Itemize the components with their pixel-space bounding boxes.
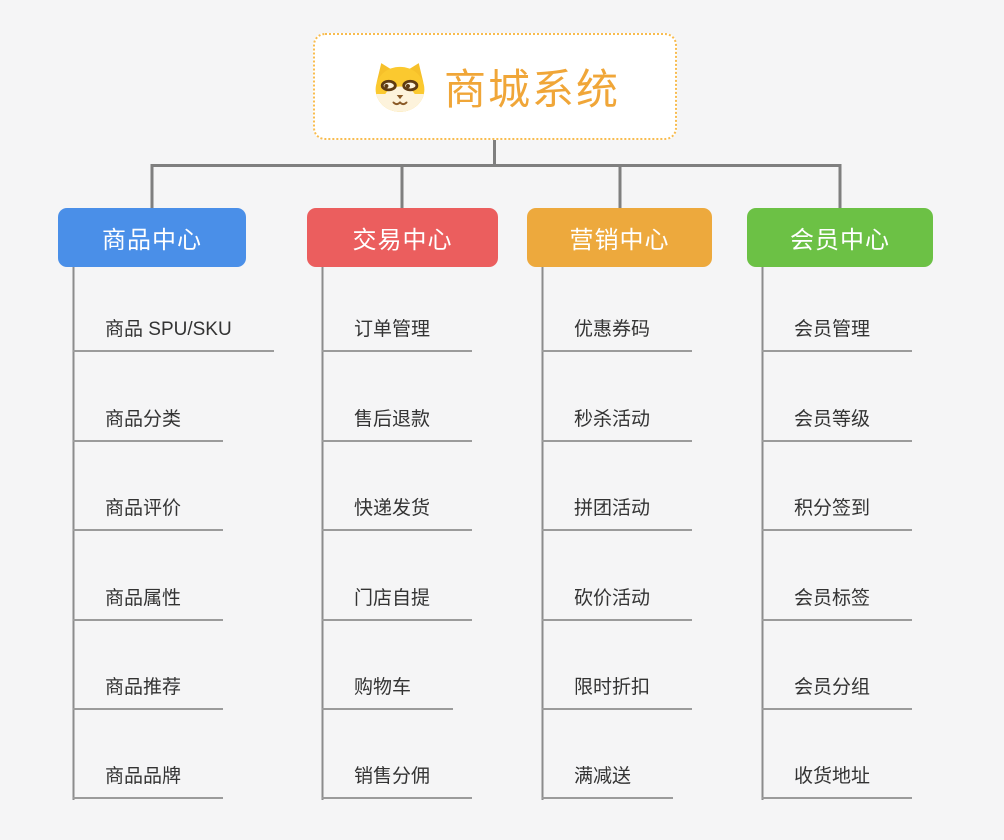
branch-node-trade-center[interactable]: 交易中心 <box>307 208 498 267</box>
branch-column-marketing: 优惠券码 秒杀活动 拼团活动 砍价活动 限时折扣 满减送 <box>542 263 693 800</box>
leaf-node[interactable]: 会员管理 <box>762 314 913 353</box>
leaf-node[interactable]: 秒杀活动 <box>542 404 693 442</box>
leaf-node[interactable]: 售后退款 <box>322 404 473 442</box>
branch-node-marketing-center[interactable]: 营销中心 <box>527 208 712 267</box>
leaf-node[interactable]: 快递发货 <box>322 493 473 532</box>
leaf-node[interactable]: 会员等级 <box>762 404 913 442</box>
branch-column-trade: 订单管理 售后退款 快递发货 门店自提 购物车 销售分佣 <box>322 263 473 800</box>
leaf-node[interactable]: 销售分佣 <box>322 761 473 800</box>
leaf-node[interactable]: 积分签到 <box>762 493 913 532</box>
leaf-node[interactable]: 购物车 <box>322 672 454 710</box>
leaf-node[interactable]: 砍价活动 <box>542 583 693 621</box>
leaf-node[interactable]: 商品分类 <box>73 404 224 442</box>
leaf-node[interactable]: 商品 SPU/SKU <box>73 314 274 353</box>
leaf-node[interactable]: 会员标签 <box>762 583 913 621</box>
dog-icon <box>370 60 430 113</box>
branch-column-member: 会员管理 会员等级 积分签到 会员标签 会员分组 收货地址 <box>762 263 913 800</box>
leaf-node[interactable]: 拼团活动 <box>542 493 693 532</box>
root-title: 商城系统 <box>443 66 620 113</box>
leaf-node[interactable]: 商品属性 <box>73 583 224 621</box>
leaf-node[interactable]: 优惠券码 <box>542 314 693 353</box>
leaf-node[interactable]: 门店自提 <box>322 583 473 621</box>
branch-column-product: 商品 SPU/SKU 商品分类 商品评价 商品属性 商品推荐 商品品牌 <box>73 263 274 800</box>
leaf-node[interactable]: 会员分组 <box>762 672 913 710</box>
leaf-node[interactable]: 限时折扣 <box>542 672 693 710</box>
branch-node-product-center[interactable]: 商品中心 <box>58 208 246 267</box>
leaf-node[interactable]: 订单管理 <box>322 314 473 353</box>
leaf-node[interactable]: 商品推荐 <box>73 672 224 710</box>
leaf-node[interactable]: 商品评价 <box>73 493 224 532</box>
leaf-node[interactable]: 收货地址 <box>762 761 913 800</box>
root-node-mall-system[interactable]: 商城系统 <box>313 33 677 140</box>
leaf-node[interactable]: 商品品牌 <box>73 761 224 800</box>
leaf-node[interactable]: 满减送 <box>542 761 674 800</box>
branch-node-member-center[interactable]: 会员中心 <box>747 208 933 267</box>
